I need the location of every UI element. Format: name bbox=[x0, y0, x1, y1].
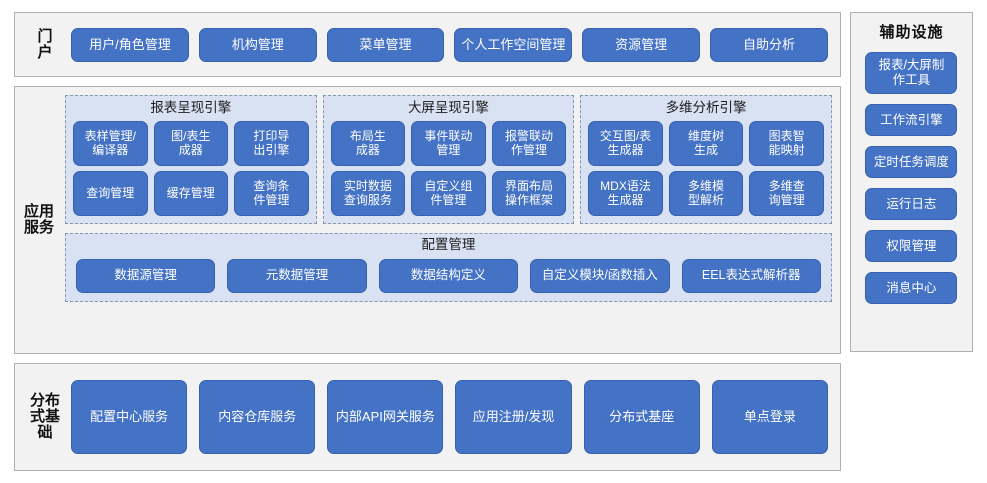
group-large-screen-rendering-engine: 大屏呈现引擎 布局生 成器 事件联动 管理 报警联动 作管理 实时数据 查询服务… bbox=[322, 95, 575, 224]
auxiliary-facilities-panel: 辅助设施 报表/大屏制 作工具 工作流引擎 定时任务调度 运行日志 权限管理 消… bbox=[849, 12, 973, 352]
main-column: 门户 用户/角色管理 机构管理 菜单管理 个人工作空间管理 资源管理 自助分析 … bbox=[14, 12, 841, 471]
group-title-configuration-management: 配置管理 bbox=[421, 236, 476, 252]
distributed-base-item-list: 配置中心服务 内容仓库服务 内部API网关服务 应用注册/发现 分布式基座 单点… bbox=[69, 364, 834, 470]
group-grid-multidimensional-analysis-engine: 交互图/表 生成器 维度树 生成 图表智 能映射 MDX语法 生成器 多维模 型… bbox=[588, 120, 824, 216]
olap-item-mdx-syntax-generator[interactable]: MDX语法 生成器 bbox=[588, 170, 663, 216]
group-grid-report-rendering-engine: 表样管理/ 编译器 图/表生 成器 打印导 出引擎 查询管理 缓存管理 查询条 … bbox=[73, 120, 309, 216]
portal-item-list: 用户/角色管理 机构管理 菜单管理 个人工作空间管理 资源管理 自助分析 bbox=[69, 13, 834, 76]
aux-item-permission-management[interactable]: 权限管理 bbox=[865, 230, 958, 262]
application-service-section-label: 应用服务 bbox=[23, 203, 54, 236]
olap-item-multidimensional-model-parsing[interactable]: 多维模 型解析 bbox=[668, 170, 744, 216]
portal-item-self-service-analysis[interactable]: 自助分析 bbox=[710, 27, 828, 62]
group-title-report-rendering-engine: 报表呈现引擎 bbox=[150, 100, 232, 115]
olap-item-interactive-chart-table-generator[interactable]: 交互图/表 生成器 bbox=[588, 120, 663, 166]
screen-item-alarm-linkage-action-management[interactable]: 报警联动 作管理 bbox=[491, 120, 567, 166]
portal-item-resource-management[interactable]: 资源管理 bbox=[582, 27, 701, 62]
portal-item-personal-workspace-management[interactable]: 个人工作空间管理 bbox=[454, 27, 573, 62]
group-title-multidimensional-analysis-engine: 多维分析引擎 bbox=[665, 100, 747, 115]
olap-item-multidimensional-query-management[interactable]: 多维查 询管理 bbox=[749, 170, 824, 216]
portal-item-menu-management[interactable]: 菜单管理 bbox=[326, 27, 445, 62]
aux-item-message-center[interactable]: 消息中心 bbox=[865, 272, 958, 304]
engine-group-row: 报表呈现引擎 表样管理/ 编译器 图/表生 成器 打印导 出引擎 查询管理 缓存… bbox=[65, 95, 832, 224]
auxiliary-facilities-title: 辅助设施 bbox=[879, 24, 944, 41]
auxiliary-facilities-list: 报表/大屏制 作工具 工作流引擎 定时任务调度 运行日志 权限管理 消息中心 bbox=[851, 52, 972, 343]
screen-item-realtime-data-query-service[interactable]: 实时数据 查询服务 bbox=[330, 170, 406, 216]
application-service-panel: 应用服务 报表呈现引擎 表样管理/ 编译器 图/表生 成器 打印导 出引擎 查询… bbox=[14, 86, 841, 354]
portal-item-org-management[interactable]: 机构管理 bbox=[198, 27, 317, 62]
distributed-base-panel: 分布式基础 配置中心服务 内容仓库服务 内部API网关服务 应用注册/发现 分布… bbox=[14, 363, 841, 471]
screen-item-ui-layout-operation-framework[interactable]: 界面布局 操作框架 bbox=[491, 170, 567, 216]
report-item-chart-table-generator[interactable]: 图/表生 成器 bbox=[153, 120, 229, 166]
dist-item-content-repository-service[interactable]: 内容仓库服务 bbox=[199, 380, 316, 454]
group-multidimensional-analysis-engine: 多维分析引擎 交互图/表 生成器 维度树 生成 图表智 能映射 MDX语法 生成… bbox=[580, 95, 832, 224]
config-item-custom-module-function-insertion[interactable]: 自定义模块/函数插入 bbox=[530, 258, 670, 293]
dist-item-app-registration-discovery[interactable]: 应用注册/发现 bbox=[455, 380, 572, 454]
report-item-cache-management[interactable]: 缓存管理 bbox=[153, 170, 229, 216]
report-item-print-export-engine[interactable]: 打印导 出引擎 bbox=[234, 120, 309, 166]
group-configuration-management: 配置管理 数据源管理 元数据管理 数据结构定义 自定义模块/函数插入 EEL表达… bbox=[65, 232, 832, 302]
report-item-query-management[interactable]: 查询管理 bbox=[73, 170, 148, 216]
olap-item-chart-smart-mapping[interactable]: 图表智 能映射 bbox=[749, 120, 824, 166]
group-title-large-screen-rendering-engine: 大屏呈现引擎 bbox=[407, 100, 489, 115]
group-grid-large-screen-rendering-engine: 布局生 成器 事件联动 管理 报警联动 作管理 实时数据 查询服务 自定义组 件… bbox=[330, 120, 567, 216]
aux-item-workflow-engine[interactable]: 工作流引擎 bbox=[865, 104, 958, 136]
report-item-template-management-compiler[interactable]: 表样管理/ 编译器 bbox=[73, 120, 148, 166]
application-service-body: 报表呈现引擎 表样管理/ 编译器 图/表生 成器 打印导 出引擎 查询管理 缓存… bbox=[63, 87, 840, 353]
configuration-item-list: 数据源管理 元数据管理 数据结构定义 自定义模块/函数插入 EEL表达式解析器 bbox=[76, 258, 821, 293]
aux-item-runtime-log[interactable]: 运行日志 bbox=[865, 188, 958, 220]
aux-item-report-screen-authoring-tool[interactable]: 报表/大屏制 作工具 bbox=[865, 52, 958, 94]
dist-item-single-sign-on[interactable]: 单点登录 bbox=[711, 380, 828, 454]
dist-item-distributed-foundation[interactable]: 分布式基座 bbox=[583, 380, 700, 454]
dist-item-config-center-service[interactable]: 配置中心服务 bbox=[71, 380, 188, 454]
screen-item-event-linkage-management[interactable]: 事件联动 管理 bbox=[411, 120, 486, 166]
group-report-rendering-engine: 报表呈现引擎 表样管理/ 编译器 图/表生 成器 打印导 出引擎 查询管理 缓存… bbox=[65, 95, 317, 224]
portal-item-user-role-management[interactable]: 用户/角色管理 bbox=[71, 27, 189, 62]
screen-item-custom-component-management[interactable]: 自定义组 件管理 bbox=[411, 170, 486, 216]
dist-item-internal-api-gateway-service[interactable]: 内部API网关服务 bbox=[327, 380, 444, 454]
aux-item-scheduled-task-scheduling[interactable]: 定时任务调度 bbox=[865, 146, 958, 178]
portal-section-label: 门户 bbox=[37, 27, 53, 61]
screen-item-layout-generator[interactable]: 布局生 成器 bbox=[330, 120, 406, 166]
config-item-metadata-management[interactable]: 元数据管理 bbox=[227, 258, 367, 293]
config-item-eel-expression-parser[interactable]: EEL表达式解析器 bbox=[681, 258, 821, 293]
report-item-query-condition-management[interactable]: 查询条 件管理 bbox=[234, 170, 309, 216]
portal-panel: 门户 用户/角色管理 机构管理 菜单管理 个人工作空间管理 资源管理 自助分析 bbox=[14, 12, 841, 77]
config-item-datasource-management[interactable]: 数据源管理 bbox=[76, 258, 216, 293]
config-item-data-structure-definition[interactable]: 数据结构定义 bbox=[378, 258, 519, 293]
olap-item-dimension-tree-generation[interactable]: 维度树 生成 bbox=[668, 120, 744, 166]
distributed-base-section-label: 分布式基础 bbox=[29, 392, 60, 441]
